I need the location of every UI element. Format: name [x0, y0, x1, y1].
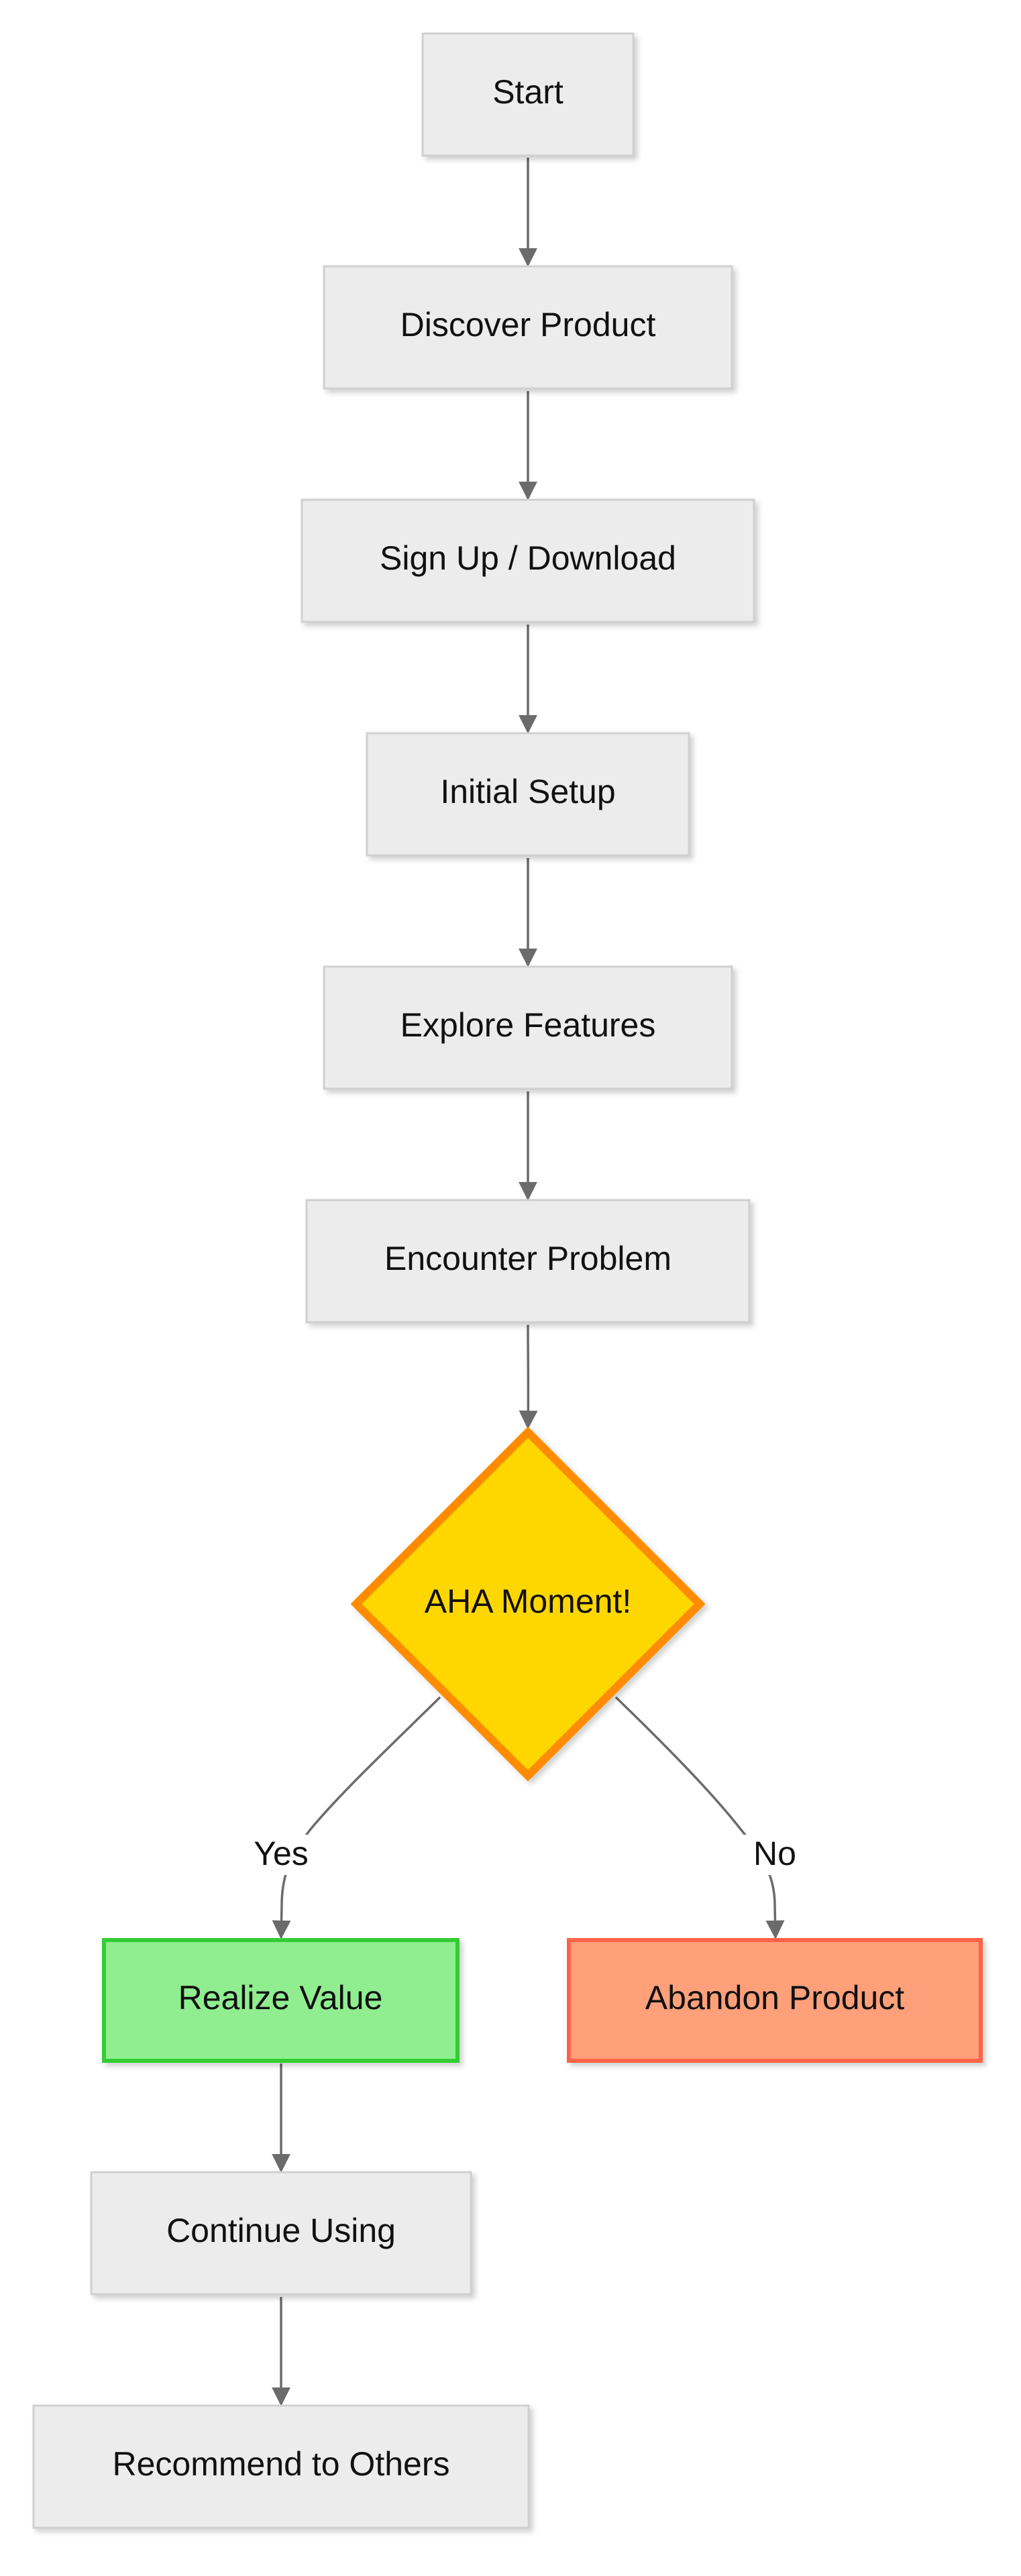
yes-label: Yes	[254, 1835, 309, 1872]
node-problem-label: Encounter Problem	[384, 1240, 671, 1277]
node-explore-label: Explore Features	[400, 1006, 656, 1044]
edge-labels: Yes No	[244, 1835, 808, 1875]
node-start-box	[421, 32, 635, 157]
node-start-label: Start	[492, 73, 563, 111]
node-explore-box	[323, 965, 733, 1090]
no-label: No	[753, 1835, 796, 1872]
node-abandon: Abandon Product	[567, 1938, 983, 2063]
node-recommend-box	[32, 2404, 530, 2529]
node-realize: Realize Value	[102, 1938, 460, 2063]
node-signup-label: Sign Up / Download	[380, 539, 676, 577]
node-realize-label: Realize Value	[178, 1979, 383, 2017]
node-start: Start	[421, 32, 635, 157]
node-aha-diamond	[350, 1426, 706, 1782]
node-signup: Sign Up / Download	[301, 498, 755, 623]
node-setup-box	[366, 732, 690, 857]
edge-aha-abandon	[614, 1696, 785, 1939]
node-realize-box	[102, 1938, 460, 2063]
node-continue-box	[90, 2171, 472, 2296]
node-problem: Encounter Problem	[305, 1199, 751, 1324]
node-recommend: Recommend to Others	[32, 2404, 530, 2529]
node-setup: Initial Setup	[366, 732, 690, 857]
node-signup-box	[301, 498, 755, 623]
node-aha-label: AHA Moment!	[425, 1582, 631, 1620]
node-discover-label: Discover Product	[400, 306, 656, 343]
edge-aha-realize	[272, 1696, 441, 1939]
node-setup-label: Initial Setup	[440, 773, 615, 810]
no-label-bg	[741, 1835, 808, 1875]
yes-label-bg	[244, 1835, 318, 1875]
node-abandon-box	[567, 1938, 983, 2063]
node-continue: Continue Using	[90, 2171, 472, 2296]
node-abandon-label: Abandon Product	[645, 1979, 905, 2017]
node-aha-decision: AHA Moment!	[350, 1426, 706, 1782]
node-recommend-label: Recommend to Others	[113, 2445, 450, 2483]
node-explore: Explore Features	[323, 965, 733, 1090]
node-discover: Discover Product	[323, 265, 733, 390]
node-problem-box	[305, 1199, 751, 1324]
edges	[272, 158, 785, 2406]
node-discover-box	[323, 265, 733, 390]
node-continue-label: Continue Using	[166, 2212, 396, 2249]
